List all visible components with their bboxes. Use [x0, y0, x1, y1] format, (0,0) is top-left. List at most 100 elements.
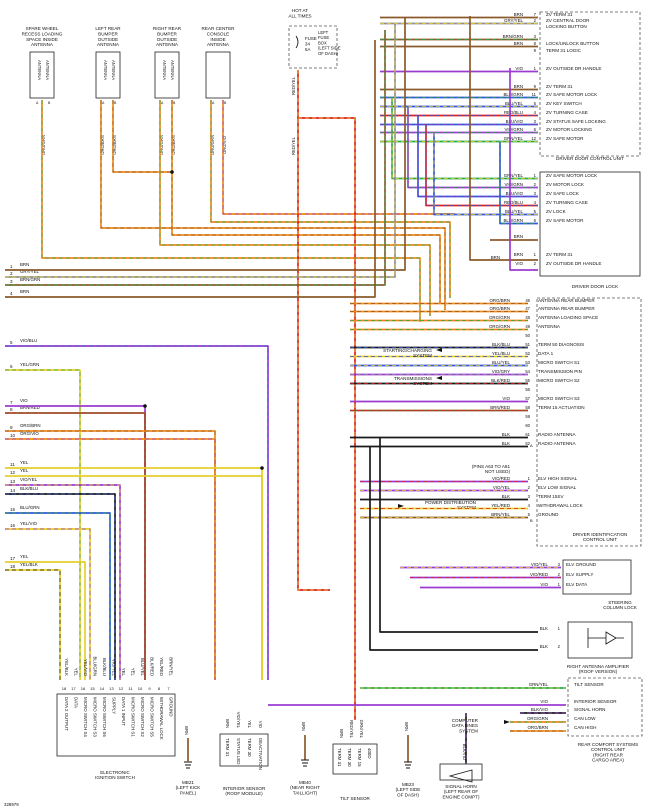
pin-label: TERM 15 [357, 748, 362, 767]
pin-label: LOCKING BUTTON [546, 24, 587, 29]
antenna-inner-label: ANTENNA [111, 60, 116, 80]
note-unused: (PINS A63 TO A81 [472, 464, 511, 469]
left-wire-label: ORG/BRN [20, 423, 41, 428]
fuse-box-label: BOX [318, 40, 327, 45]
pin-label: STATUS LED [236, 738, 241, 764]
antenna-box-spare [29, 51, 55, 99]
interior-sensor-title: (ROOF MODULE) [225, 791, 263, 796]
pin-number: 1 [528, 476, 531, 481]
pin-number: 4 [534, 200, 537, 205]
left-wire-number: 1 [10, 264, 13, 269]
pin-label: TERM 15 ACTUATION [538, 405, 585, 410]
pin-number: 5 [534, 209, 537, 214]
left-wire-3 [5, 30, 386, 286]
wire-label: YEL/VIO [83, 659, 88, 677]
wire-label: VIO/YEL [236, 712, 241, 729]
pin-label: ZV TERM 31 [546, 84, 573, 89]
pin-label: ZV CENTRAL DOOR [546, 18, 590, 23]
pin-number: 5 [534, 101, 537, 106]
horn-title: ENGINE COMPT) [442, 794, 479, 799]
pin-label: DATA 2 OUTPUT [64, 697, 69, 731]
left-wire-2 [5, 24, 396, 278]
wire-label: BRN [225, 719, 230, 728]
antenna-box-rear_center [205, 51, 231, 99]
splice-dot [260, 466, 264, 470]
wire-label: YEL/BLK [64, 658, 69, 676]
left-wire-1 [5, 18, 406, 271]
wire-label: BLU/GRN [93, 656, 98, 676]
door-lock-wire [433, 132, 538, 216]
pin-number: 4 [534, 110, 537, 115]
left-wire-label: YEL/GRN [20, 362, 39, 367]
antenna-label: ANTENNA [207, 42, 230, 47]
pin-number: 2 [528, 485, 531, 490]
pin-label: ZV OUTSIDE DR HANDLE [546, 66, 601, 71]
wire-label: YEL [121, 668, 126, 677]
left-wire-label: BRN/GRN [20, 277, 40, 282]
wire-fuse [297, 70, 330, 591]
pin-number: 2 [558, 572, 561, 577]
pin-label: ELV DATA [566, 582, 588, 587]
left-wire-10-stripe [5, 438, 216, 680]
left-wire-9-stripe [5, 430, 216, 680]
ignition-title: ELECTRONIC [100, 770, 130, 775]
fuse-box-label: OF DASH) [318, 51, 339, 56]
door-lock-wire-stripe [407, 106, 538, 188]
wire-label: GRY/YEL [504, 18, 524, 23]
pin-label: MICRO SWITCH S3 [538, 396, 580, 401]
wire-label: BLU/YEL [505, 209, 524, 214]
wire-label: YEL [247, 720, 252, 729]
left-wire-label: VIO/YEL [20, 477, 38, 482]
left-wire-4 [5, 40, 376, 298]
pin-label: ZV LOCK [546, 209, 567, 214]
antenna-label: BUMPER [98, 31, 118, 36]
left-wire-number: 5 [10, 340, 13, 345]
antenna-label: RIGHT REAR [153, 26, 182, 31]
wire-label: VIO/GRY [492, 369, 510, 374]
antenna-box-left_rear [95, 51, 121, 99]
pin-label: ZV STATUS SAFE LOCKING [546, 119, 606, 124]
mb40-label: TAILLIGHT) [293, 790, 318, 795]
left-wire-number: 15 [10, 507, 16, 512]
pin-label: SIGNAL HORN [574, 707, 605, 712]
id-unit-title: DRIVER IDENTIFICATION [573, 532, 628, 537]
horn-icon [448, 769, 473, 783]
wire-spare [41, 100, 421, 322]
wire-label: BRN/YEL [169, 657, 174, 676]
amplifier-title: RIGHT ANTENNA AMPLIFIER [567, 664, 630, 669]
pin-number: 3 [558, 562, 561, 567]
mb21-label: (LEFT KICK [176, 785, 202, 790]
pin-label: MICRO SWITCH S2 [538, 378, 580, 383]
wire-label: ORG/BRN [490, 298, 511, 303]
wire-label: ORG/BRN [490, 306, 511, 311]
pin-letter: A [530, 443, 533, 448]
pin-label: ANTENNA REAR BUMPER [538, 306, 595, 311]
pin-number: 8 [534, 41, 537, 46]
wire-label: BLK [502, 494, 510, 499]
left-wire-label: BRN/RED [20, 405, 40, 410]
note-starting: SYSTEM [413, 353, 432, 358]
left-wire-number: 3 [10, 279, 13, 284]
fuse-name: 5A [305, 47, 310, 52]
door-lock-title: DRIVER DOOR LOCK [572, 284, 619, 289]
wire-label: VIO/GRN [504, 182, 523, 187]
mb40-label: (NEAR RIGHT [290, 785, 320, 790]
antenna-inner-label: ANTENNA [170, 60, 175, 80]
wire-label: YEL [74, 668, 79, 677]
pin-label: ZV TURNING CASE [546, 110, 588, 115]
pin-label: ANTENNA LOADING SPACE [538, 315, 598, 320]
pin-letter: B [114, 101, 117, 105]
pin-label: ANTENNA REAR BUMPER [538, 298, 595, 303]
left-wire-11 [5, 467, 263, 680]
wire-label: BLK/VIO [531, 707, 549, 712]
wire-label: BLK [540, 626, 548, 631]
comfort-unit-title: CONTROL UNIT [591, 747, 625, 752]
pin-number: 5 [528, 512, 531, 517]
fuse-header: ALL TIMES [288, 13, 311, 18]
pin-number: 10 [138, 686, 143, 691]
left-wire-3-stripe [5, 30, 386, 286]
id-unit-title: CONTROL UNIT [583, 537, 617, 542]
fuse-box-label: (LEFT SIDE [318, 46, 341, 51]
pin-number: 7 [167, 686, 170, 691]
